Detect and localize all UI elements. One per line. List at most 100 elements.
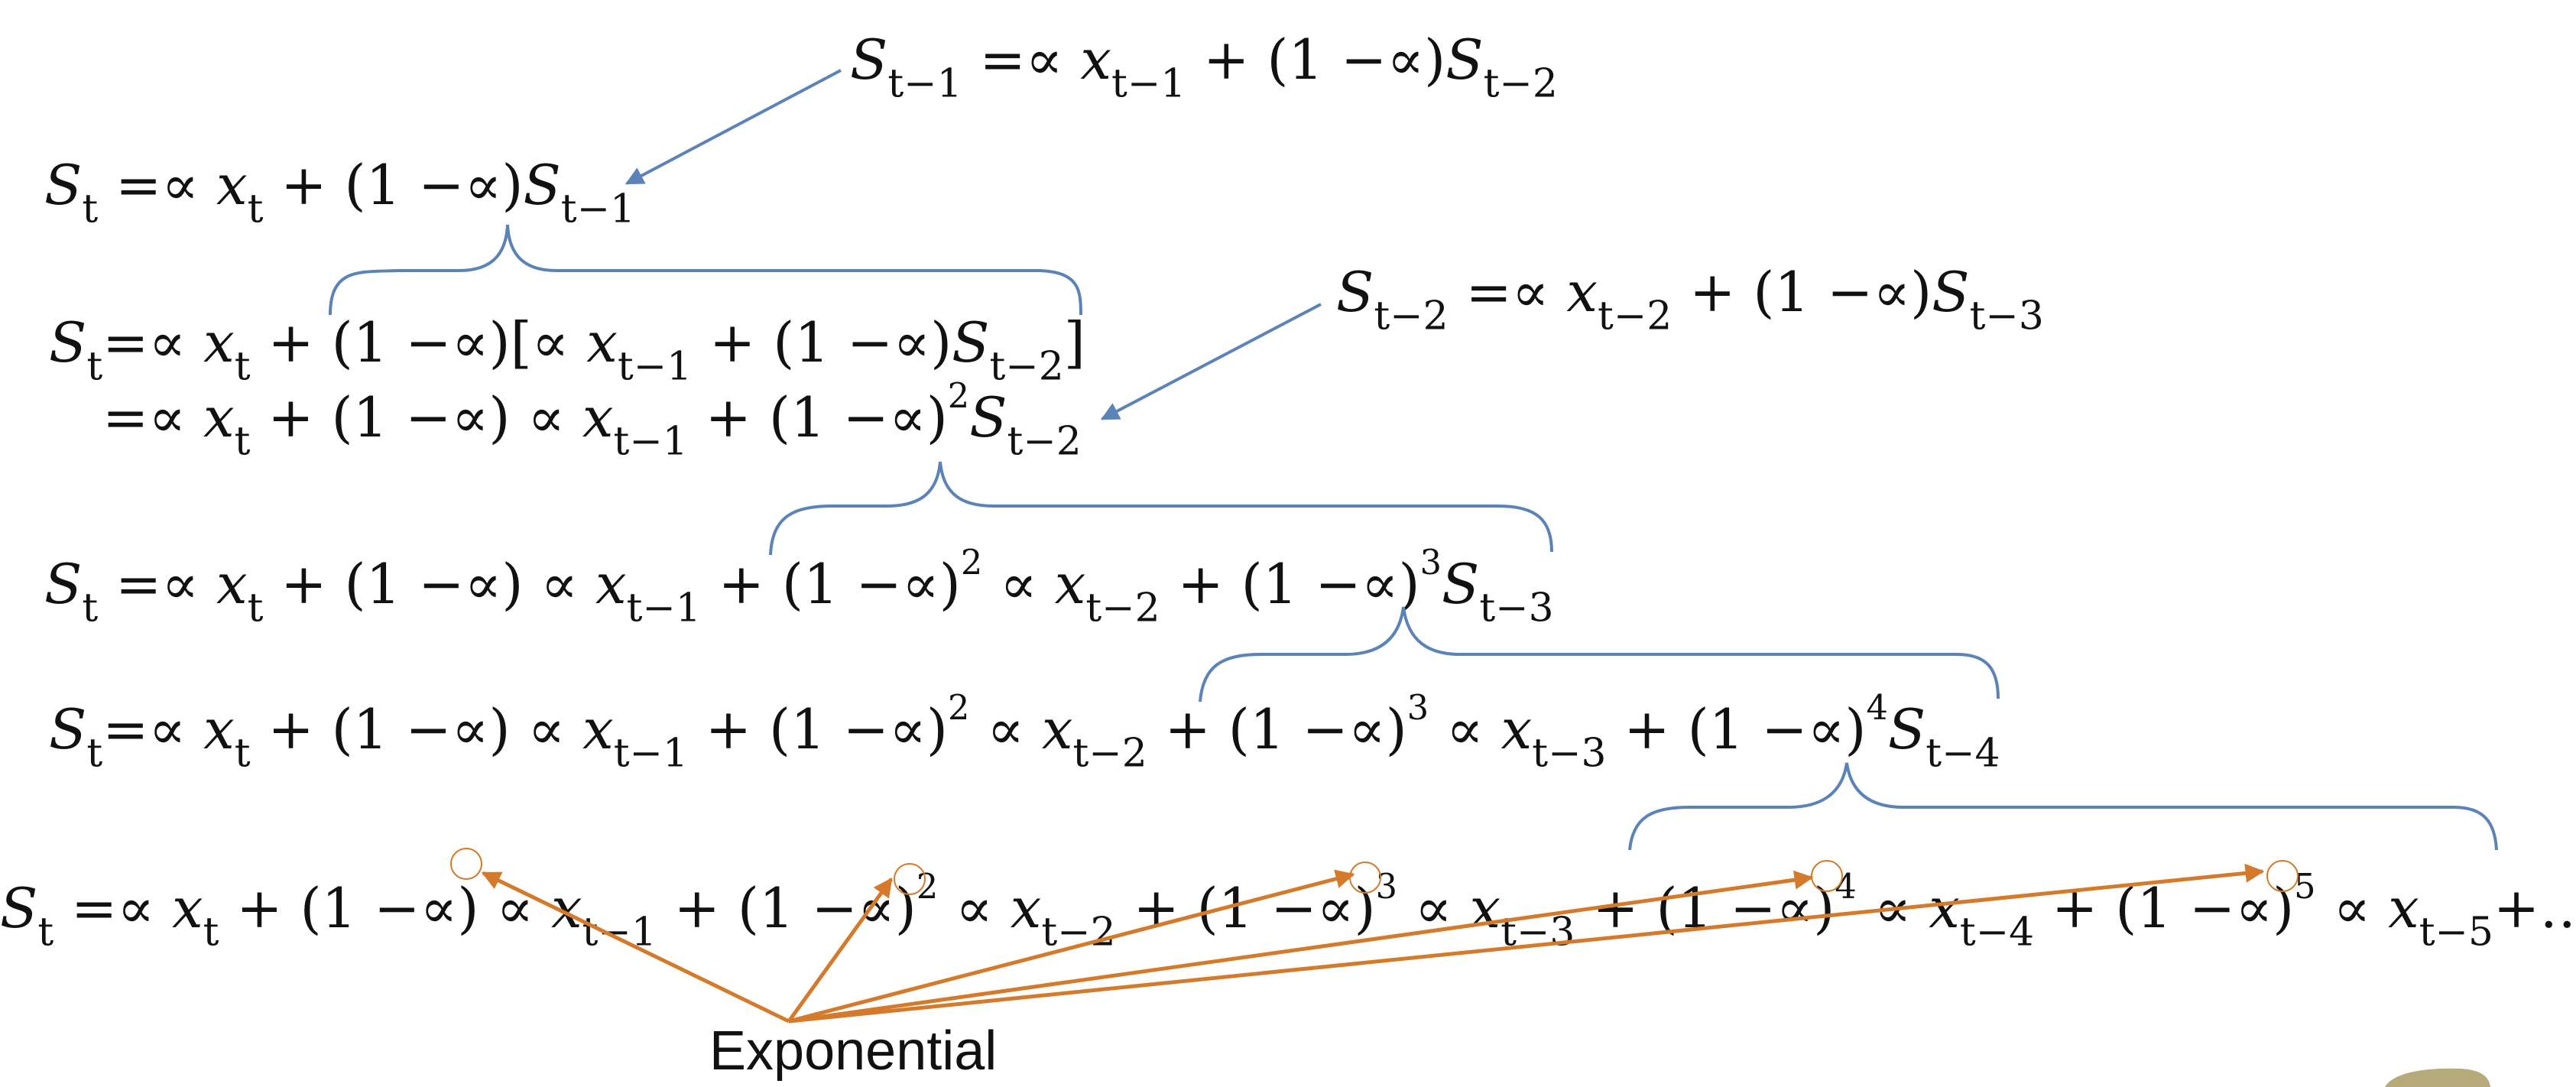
- subscript: t−1: [887, 60, 962, 107]
- variable: x: [203, 310, 235, 375]
- variable: x: [1080, 28, 1111, 92]
- subscript: t−5: [2419, 909, 2493, 956]
- subscript: t−4: [1926, 730, 2000, 777]
- exponent-3-circle: [1349, 861, 1381, 894]
- exponent: 3: [1419, 543, 1442, 582]
- variable: x: [1929, 875, 1960, 940]
- math-text: + (1 −∝) ∝: [263, 551, 595, 616]
- variable: S: [44, 551, 83, 616]
- math-text: ]: [1063, 310, 1085, 375]
- exponent-5-circle: [2266, 860, 2299, 892]
- equation-step2-line1: St=∝ xt + (1 −∝)[∝ xt−1 + (1 −∝)St−2]: [49, 315, 1085, 387]
- variable: x: [216, 153, 248, 217]
- exponent-2-circle: [894, 863, 926, 895]
- math-text: ∝: [982, 551, 1055, 616]
- math-text: ∝: [1429, 696, 1501, 761]
- variable: x: [582, 385, 614, 449]
- brace-3: [1199, 606, 2000, 702]
- math-text: + (1 −∝): [1672, 260, 1932, 324]
- brace-2: [769, 461, 1553, 556]
- math-text: ∝: [1397, 875, 1470, 940]
- subscript: t: [203, 909, 219, 956]
- math-text: + (1 −∝): [700, 551, 961, 616]
- variable: x: [203, 385, 235, 449]
- orange-arrow-5: [788, 863, 2265, 1024]
- variable: S: [1445, 28, 1484, 92]
- subscript: t: [82, 585, 99, 631]
- subscript: t: [234, 343, 251, 390]
- math-text: + (1 −∝) ∝: [219, 875, 551, 940]
- blue-arrow-1: [625, 69, 842, 185]
- exponent: 2: [916, 867, 939, 907]
- variable: S: [952, 310, 990, 375]
- subscript: t−2: [1007, 418, 1082, 465]
- variable: S: [49, 310, 87, 375]
- math-text: =∝: [1448, 260, 1567, 324]
- math-text: + (1 −∝): [687, 385, 948, 449]
- exponent: 2: [947, 376, 970, 416]
- subscript: t: [247, 186, 264, 232]
- subscript: t: [86, 343, 103, 390]
- subscript: t−2: [1598, 293, 1672, 339]
- subscript: t: [247, 585, 264, 631]
- variable: S: [969, 385, 1007, 449]
- variable: x: [1054, 551, 1086, 616]
- subscript: t−3: [1969, 293, 2044, 339]
- math-text: =∝: [102, 385, 203, 449]
- subscript: t−2: [1374, 293, 1449, 339]
- math-text: + (1 −∝): [1606, 696, 1867, 761]
- subscript: t−3: [1532, 730, 1607, 777]
- orange-arrow-2: [787, 877, 894, 1023]
- equation-step2-line2: =∝ xt + (1 −∝) ∝ xt−1 + (1 −∝)2St−2: [102, 379, 1082, 462]
- math-text: + (1 −∝): [263, 153, 524, 217]
- variable: x: [1566, 260, 1598, 324]
- math-text: + (1 −∝) ∝: [250, 696, 583, 761]
- variable: S: [523, 153, 561, 217]
- math-text: =∝: [54, 875, 172, 940]
- math-text: + (1 −∝): [1115, 875, 1376, 940]
- variable: S: [1442, 551, 1480, 616]
- variable: x: [1010, 875, 1042, 940]
- variable: S: [850, 28, 888, 92]
- corner-logo-fragment: [2385, 1068, 2490, 1087]
- equation-s-t-minus-2: St−2 =∝ xt−2 + (1 −∝)St−3: [1336, 264, 2044, 336]
- math-text: + (1 −∝): [692, 310, 952, 375]
- math-text: + (1 −∝): [687, 696, 948, 761]
- exponent-4-circle: [1811, 860, 1843, 892]
- subscript: t−2: [1072, 730, 1147, 777]
- subscript: t: [37, 909, 54, 956]
- subscript: t−2: [1085, 585, 1160, 631]
- subscript: t−3: [1479, 585, 1554, 631]
- brace-1: [329, 224, 1082, 316]
- exponent: 3: [1375, 867, 1398, 907]
- exponent: 2: [960, 543, 983, 582]
- variable: S: [44, 153, 83, 217]
- subscript: t−1: [626, 585, 701, 631]
- subscript: t−1: [617, 343, 693, 390]
- variable: x: [595, 551, 627, 616]
- variable: x: [1041, 696, 1073, 761]
- subscript: t−2: [1483, 60, 1558, 107]
- subscript: t−1: [582, 909, 657, 956]
- math-text: =∝: [98, 153, 216, 217]
- math-text: =∝: [962, 28, 1081, 92]
- exponential-label: Exponential: [709, 1020, 998, 1082]
- subscript: t−4: [1959, 909, 2035, 956]
- blue-arrow-2: [1100, 303, 1322, 420]
- subscript: t: [234, 418, 251, 465]
- math-text: + (1 −∝): [1160, 551, 1420, 616]
- subscript: t−2: [989, 343, 1064, 390]
- subscript: t: [234, 730, 251, 777]
- exponent: 2: [947, 688, 970, 728]
- equation-s-t: St =∝ xt + (1 −∝)St−1: [44, 157, 635, 229]
- equation-s-t-minus-1: St−1 =∝ xt−1 + (1 −∝)St−2: [850, 32, 1558, 104]
- subscript: t−1: [560, 186, 636, 232]
- math-text: + (1 −∝): [1186, 28, 1446, 92]
- math-text: +…: [2493, 875, 2576, 940]
- equation-step4: St=∝ xt + (1 −∝) ∝ xt−1 + (1 −∝)2 ∝ xt−2…: [49, 691, 2000, 774]
- variable: S: [49, 696, 87, 761]
- equation-step3: St =∝ xt + (1 −∝) ∝ xt−1 + (1 −∝)2 ∝ xt−…: [44, 546, 1554, 628]
- variable: S: [1932, 260, 1970, 324]
- math-text: =∝: [102, 310, 204, 375]
